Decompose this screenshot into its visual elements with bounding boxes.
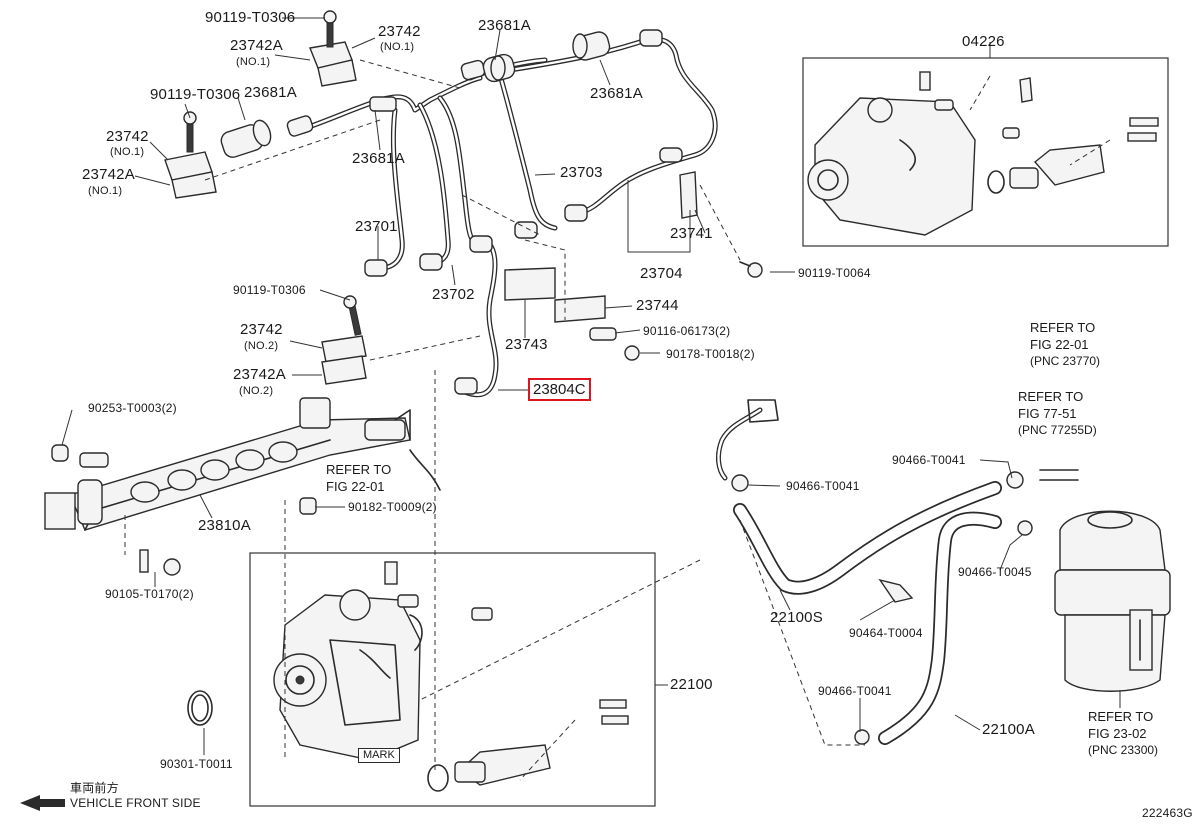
- part-label-23681a-a[interactable]: 23681A: [478, 17, 531, 34]
- part-label-90301-t0011[interactable]: 90301-T0011: [160, 757, 233, 771]
- part-label-90464-t0004[interactable]: 90464-T0004: [849, 626, 923, 640]
- supply-pump-frame: [249, 552, 656, 807]
- refer-line: FIG 23-02: [1088, 726, 1147, 741]
- part-label-90119-t0306-a[interactable]: 90119-T0306: [205, 9, 296, 26]
- part-label-23742a-b[interactable]: 23742A: [82, 166, 135, 183]
- pump-kit-frame: [802, 57, 1169, 247]
- pump-kit: [807, 71, 1159, 236]
- part-label-23702[interactable]: 23702: [432, 286, 475, 303]
- part-label-90466-t0041-a[interactable]: 90466-T0041: [892, 453, 966, 467]
- part-sublabel-no1: (NO.1): [88, 185, 123, 197]
- vehicle-front-arrow-icon: [20, 795, 65, 811]
- part-sublabel-no1: (NO.1): [236, 56, 271, 68]
- part-label-23742-c[interactable]: 23742: [240, 321, 283, 338]
- fuel-hoses: [715, 399, 1079, 745]
- part-label-23744[interactable]: 23744: [636, 297, 679, 314]
- part-label-90466-t0045[interactable]: 90466-T0045: [958, 565, 1032, 579]
- refer-note-fig-22-01[interactable]: REFER TO FIG 22-01: [326, 461, 391, 495]
- part-label-04226[interactable]: 04226: [962, 33, 1005, 50]
- refer-pnc: (PNC 23770): [1030, 354, 1101, 368]
- injection-pipes: [297, 36, 718, 398]
- refer-line: FIG 77-51: [1018, 406, 1077, 421]
- orientation-japanese: 車両前方: [70, 781, 119, 795]
- part-label-90116-06173[interactable]: 90116-06173(2): [643, 324, 731, 338]
- part-label-23681a-b[interactable]: 23681A: [590, 85, 643, 102]
- part-label-23742a-c[interactable]: 23742A: [233, 366, 286, 383]
- refer-line: FIG 22-01: [326, 479, 385, 494]
- pipe-fittings: [220, 29, 683, 395]
- refer-pnc: (PNC 77255D): [1018, 423, 1097, 437]
- part-label-23741[interactable]: 23741: [670, 225, 713, 242]
- refer-note-fig-23-02[interactable]: REFER TO FIG 23-02 (PNC 23300): [1088, 708, 1158, 759]
- refer-line: REFER TO: [1030, 320, 1096, 335]
- part-label-23681a-c[interactable]: 23681A: [244, 84, 297, 101]
- common-rail: [44, 397, 441, 576]
- mark-label: MARK: [358, 748, 400, 763]
- part-sublabel-no2: (NO.2): [244, 340, 279, 352]
- part-label-90105-t0170[interactable]: 90105-T0170(2): [105, 587, 194, 601]
- refer-line: REFER TO: [1088, 709, 1154, 724]
- part-label-90182-t0009[interactable]: 90182-T0009(2): [348, 500, 437, 514]
- orientation-english: VEHICLE FRONT SIDE: [70, 796, 201, 810]
- part-label-23703[interactable]: 23703: [560, 164, 603, 181]
- refer-line: FIG 22-01: [1030, 337, 1089, 352]
- part-label-23742-b[interactable]: 23742: [106, 128, 149, 145]
- part-label-90466-t0041-b[interactable]: 90466-T0041: [786, 479, 860, 493]
- supply-pump: [187, 561, 629, 792]
- illustration-code: 222463G: [1142, 806, 1193, 820]
- part-sublabel-no1: (NO.1): [110, 146, 145, 158]
- refer-note-fig-77-51[interactable]: REFER TO FIG 77-51 (PNC 77255D): [1018, 388, 1097, 439]
- refer-line: REFER TO: [1018, 389, 1084, 404]
- part-label-22100[interactable]: 22100: [670, 676, 713, 693]
- part-label-90178-t0018[interactable]: 90178-T0018(2): [666, 347, 755, 361]
- refer-pnc: (PNC 23300): [1088, 743, 1159, 757]
- leader-lines: [61, 17, 1121, 755]
- part-sublabel-no1: (NO.1): [380, 41, 415, 53]
- fuel-filter: [1054, 510, 1171, 692]
- part-label-90253-t0003[interactable]: 90253-T0003(2): [88, 401, 177, 415]
- assembly-lines: [124, 59, 1111, 781]
- part-label-90119-t0306-b[interactable]: 90119-T0306: [150, 86, 241, 103]
- part-label-90466-t0041-c[interactable]: 90466-T0041: [818, 684, 892, 698]
- part-label-90119-t0306-c[interactable]: 90119-T0306: [233, 283, 306, 297]
- part-label-23681a-d[interactable]: 23681A: [352, 150, 405, 167]
- part-label-23810a[interactable]: 23810A: [198, 517, 251, 534]
- part-label-90119-t0064[interactable]: 90119-T0064: [798, 266, 871, 280]
- part-label-23742a-a[interactable]: 23742A: [230, 37, 283, 54]
- pipe-clamps: [164, 10, 698, 385]
- bolts-middle: [589, 261, 763, 361]
- part-label-23704[interactable]: 23704: [640, 265, 683, 282]
- part-label-23743[interactable]: 23743: [505, 336, 548, 353]
- part-label-22100a[interactable]: 22100A: [982, 721, 1035, 738]
- part-label-23701[interactable]: 23701: [355, 218, 398, 235]
- part-label-22100s[interactable]: 22100S: [770, 609, 823, 626]
- highlighted-part-label-23804c[interactable]: 23804C: [528, 378, 591, 401]
- refer-note-fig-22-01-pnc[interactable]: REFER TO FIG 22-01 (PNC 23770): [1030, 319, 1100, 370]
- refer-line: REFER TO: [326, 462, 392, 477]
- part-sublabel-no2: (NO.2): [239, 385, 274, 397]
- part-label-23742-a[interactable]: 23742: [378, 23, 421, 40]
